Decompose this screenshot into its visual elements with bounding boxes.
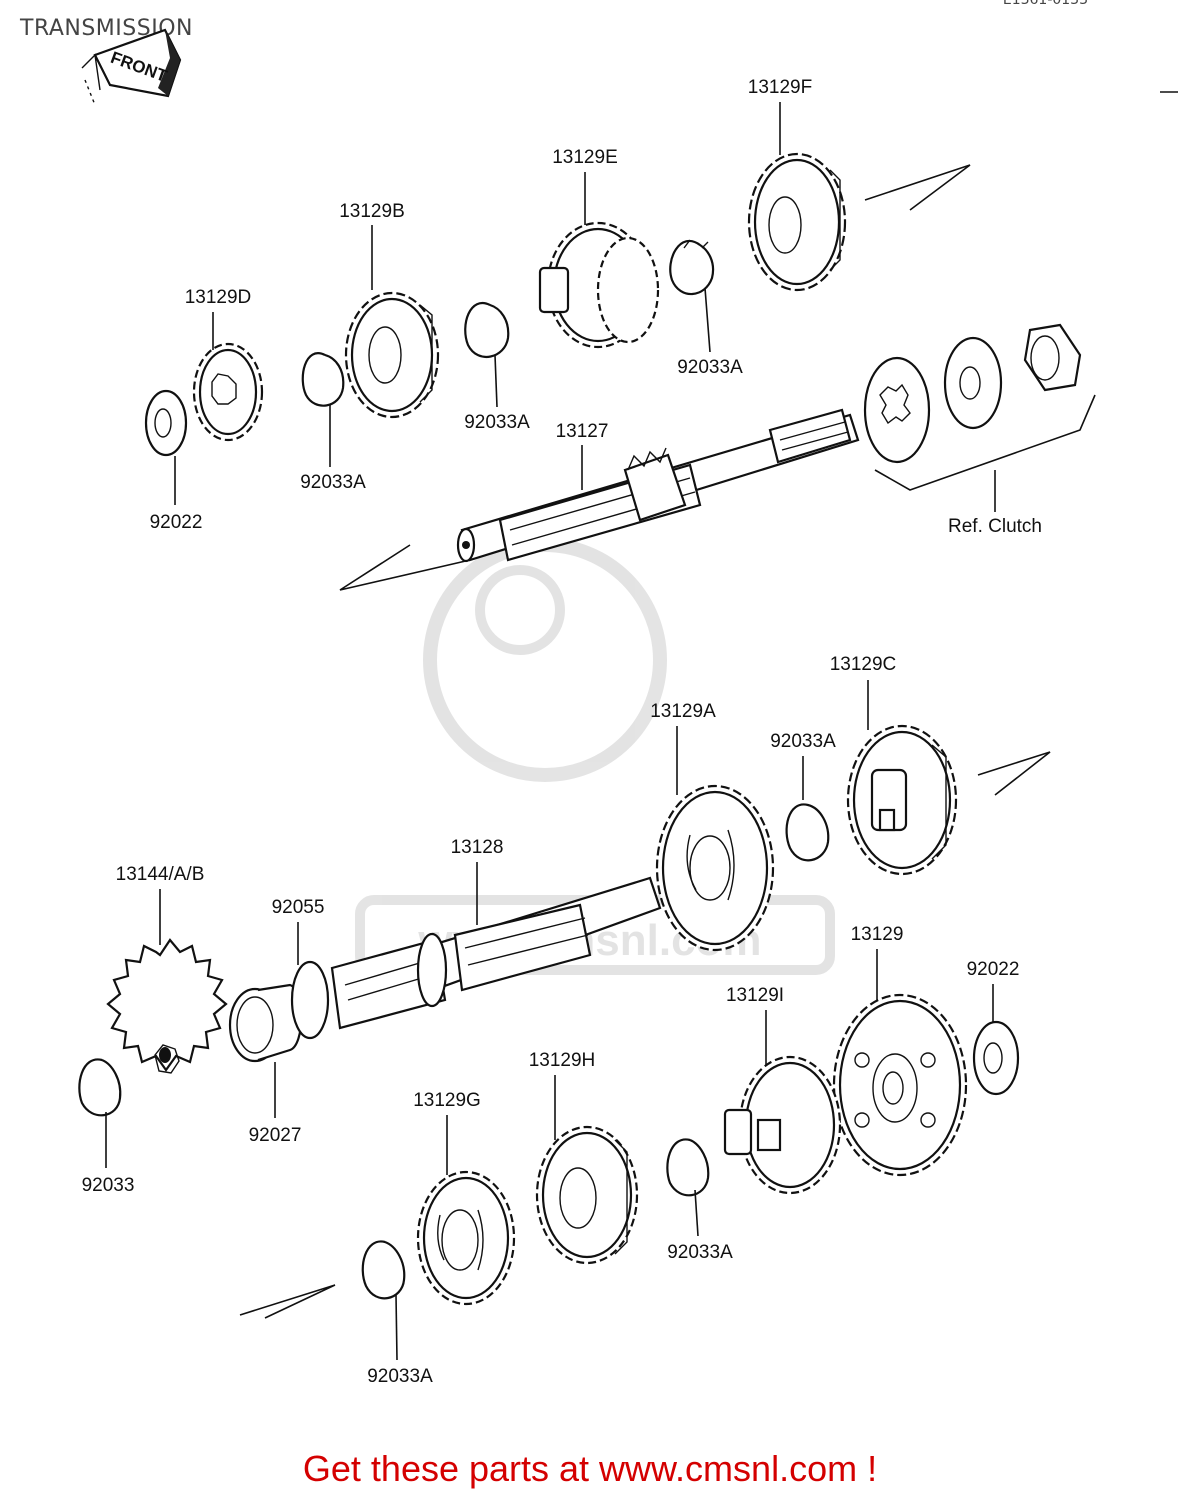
label-92027: 92027 [249, 1125, 302, 1146]
label-13127: 13127 [556, 421, 609, 442]
footer-promo-text: Get these parts at www.cmsnl.com ! [302, 1448, 878, 1489]
gear-13129H [535, 1125, 639, 1265]
label-13129H: 13129H [529, 1050, 596, 1071]
gear-13129I [723, 1055, 842, 1195]
label-13129B: 13129B [339, 201, 405, 222]
label-13129C: 13129C [830, 654, 897, 675]
front-direction-marker: FRONT [81, 28, 182, 106]
circlip-92033A-c [785, 803, 830, 862]
shaft-13128 [330, 876, 662, 1030]
washer-92022-bottom [972, 1020, 1020, 1096]
label-13144: 13144/A/B [116, 864, 205, 885]
exploded-view-drawing: www.cmsnl.com FRONT [78, 28, 1178, 1387]
gear-13129E [538, 221, 660, 349]
clutch-washer [943, 336, 1003, 430]
circlip-92033 [78, 1058, 122, 1117]
washer-92022-top [144, 389, 188, 457]
circlip-92033A-bottom [361, 1240, 406, 1300]
label-13129D: 13129D [185, 287, 252, 308]
circlip-92033A-top-right [669, 239, 715, 296]
label-13129E: 13129E [552, 147, 618, 168]
oring-92055 [290, 960, 330, 1040]
shaft-13127 [339, 408, 860, 591]
collar-92027 [228, 983, 303, 1063]
label-13129G: 13129G [413, 1090, 481, 1111]
label-92033A-h: 92033A [667, 1242, 733, 1263]
label-92033: 92033 [82, 1175, 135, 1196]
label-13129F: 13129F [748, 77, 812, 98]
gear-13129D [192, 342, 264, 442]
gear-13129A [655, 784, 775, 952]
sprocket-13144 [106, 938, 228, 1074]
clutch-nut [1023, 323, 1082, 392]
clutch-plate [863, 356, 931, 464]
reference-code: E1361-0133 [1002, 0, 1088, 8]
circlip-92033A-left [301, 352, 345, 407]
label-92022-top: 92022 [150, 512, 203, 533]
gear-13129G [416, 1170, 516, 1306]
label-ref-clutch: Ref. Clutch [948, 516, 1042, 537]
label-92033A-top-right: 92033A [677, 357, 743, 378]
label-13129: 13129 [851, 924, 904, 945]
label-92022-bottom: 92022 [967, 959, 1020, 980]
label-92033A-c: 92033A [770, 731, 836, 752]
label-13129I: 13129I [726, 985, 784, 1006]
gear-13129F [747, 152, 847, 292]
label-92033A-bottom: 92033A [367, 1366, 433, 1387]
gear-13129 [832, 993, 968, 1177]
label-92055: 92055 [272, 897, 325, 918]
gear-13129B [344, 291, 440, 419]
gear-13129C [846, 724, 958, 876]
label-13128: 13128 [451, 837, 504, 858]
label-92033A-mid: 92033A [464, 412, 530, 433]
circlip-92033A-mid [464, 301, 510, 358]
label-92033A-left: 92033A [300, 472, 366, 493]
circlip-92033A-h [666, 1138, 710, 1197]
label-13129A: 13129A [650, 701, 716, 722]
